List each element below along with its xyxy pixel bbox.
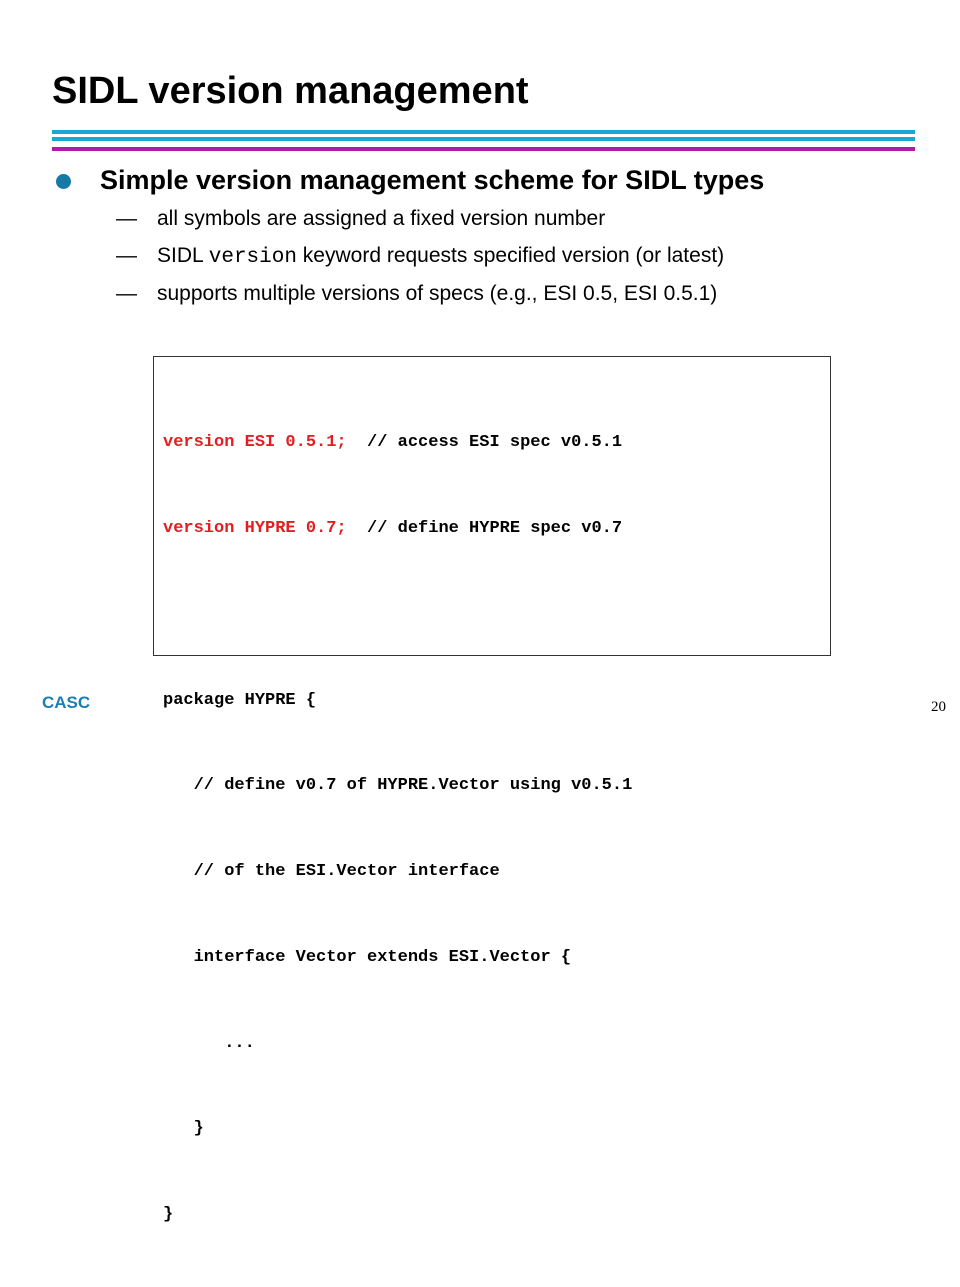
footer-org-label: CASC [42,693,91,712]
code-line-9: } [163,1119,204,1139]
sub-bullet-3-text: supports multiple versions of specs (e.g… [157,282,718,305]
code-box: version ESI 0.5.1; // access ESI spec v0… [153,356,831,1224]
code-line-1: version ESI 0.5.1; // access ESI spec v0… [163,429,632,458]
code-line-3 [163,601,632,630]
version-keyword: version [208,246,297,269]
code-listing: version ESI 0.5.1; // access ESI spec v0… [163,372,632,1287]
code-version-statement: version HYPRE 0.7; [163,518,347,538]
title-rule-middle [52,137,915,141]
dash-icon: — [116,244,137,267]
sub-bullet-1-text: all symbols are assigned a fixed version… [157,207,606,230]
code-line-4: package HYPRE { [163,690,317,710]
code-comment: // access ESI spec v0.5.1 [346,433,623,453]
page-number: 20 [931,699,946,715]
sub-bullet-3: — supports multiple versions of specs (e.… [116,281,717,306]
code-line-2: version HYPRE 0.7; // define HYPRE spec … [163,515,632,544]
code-line-10: } [163,1205,174,1225]
sub-bullet-2: — SIDL version keyword requests specified… [116,243,724,270]
title-rule-accent [52,147,915,151]
code-line-8: ... [163,1033,255,1053]
code-line-5: // define v0.7 of HYPRE.Vector using v0.… [163,776,633,796]
code-comment: // define HYPRE spec v0.7 [346,518,623,538]
code-line-7: interface Vector extends ESI.Vector { [163,947,572,967]
bullet-dot-icon [56,174,71,189]
dash-icon: — [116,207,137,230]
code-line-6: // of the ESI.Vector interface [163,862,500,882]
code-version-statement: version ESI 0.5.1; [163,433,347,453]
sub-bullet-2-prefix: SIDL [157,244,209,267]
title-rule-top [52,130,915,134]
slide-title: SIDL version management [52,70,529,112]
sub-bullet-2-suffix: keyword requests specified version (or l… [296,244,725,267]
sub-bullet-1: — all symbols are assigned a fixed versio… [116,206,605,231]
main-bullet: Simple version management scheme for SID… [100,165,765,195]
dash-icon: — [116,282,137,305]
